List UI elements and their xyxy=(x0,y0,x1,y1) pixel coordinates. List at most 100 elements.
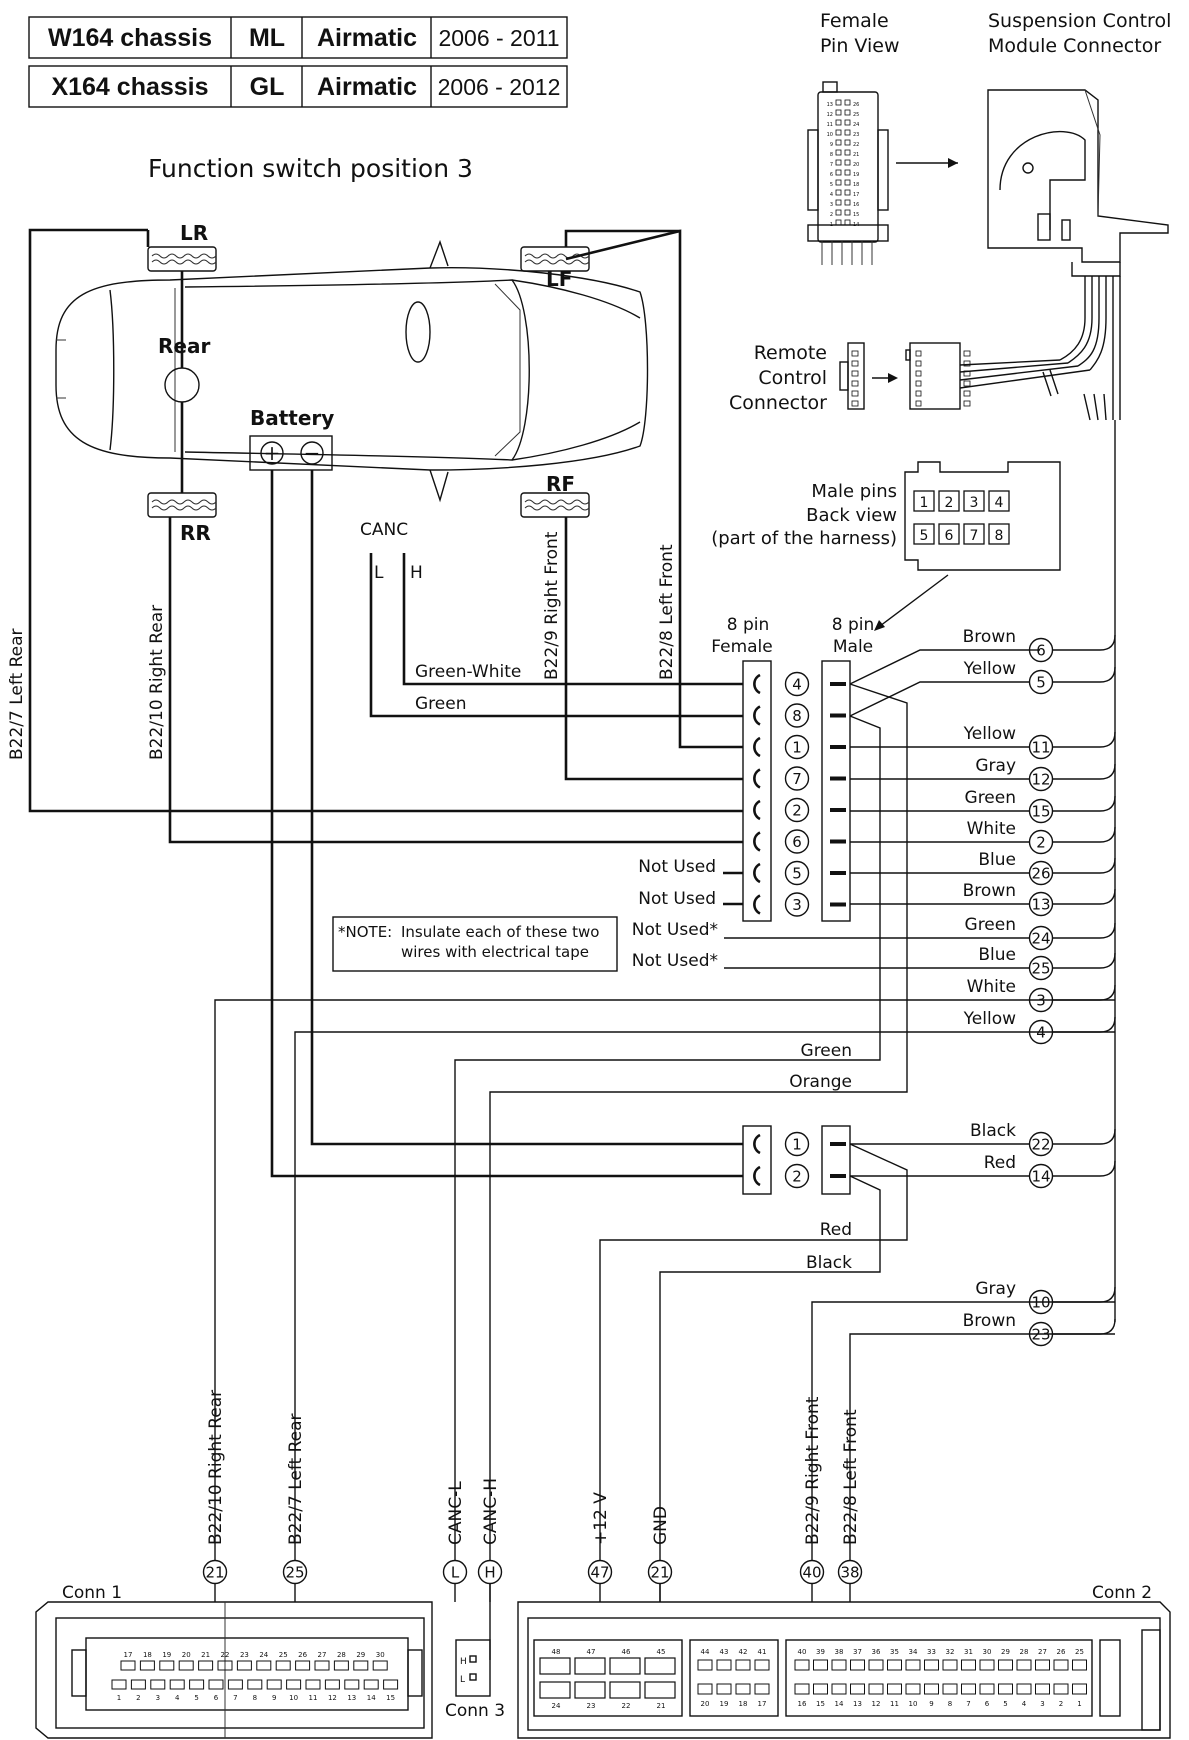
conn8-pin-number-circle xyxy=(784,671,810,697)
conn1-pin xyxy=(286,1679,302,1690)
right-wire-branch xyxy=(1030,826,1116,843)
right-wire-color-label: Green xyxy=(965,788,1016,808)
female-pin-cell xyxy=(835,199,842,206)
female-pin-cell xyxy=(844,179,851,186)
female-pin-cell xyxy=(844,209,851,216)
tire-rf xyxy=(520,492,590,518)
female-pin-num: 13 xyxy=(827,102,833,108)
remote-right-pin xyxy=(915,360,922,367)
conn1-pin xyxy=(247,1679,263,1690)
header-model-2: GL xyxy=(250,73,285,101)
female-2pin-housing xyxy=(742,1125,772,1195)
conn2-pin-num: 21 xyxy=(657,1702,666,1710)
conn1-pin xyxy=(305,1679,321,1690)
male-pins-label-2: Back view xyxy=(806,505,897,526)
header-table: W164 chassis ML Airmatic 2006 - 2011 X16… xyxy=(28,16,568,108)
conn2-pin xyxy=(868,1659,884,1671)
conn2-pin-num: 17 xyxy=(758,1700,767,1708)
female-pin-num: 3 xyxy=(830,202,833,208)
conn2-pin-num: 1 xyxy=(1077,1700,1081,1708)
male-back-pin-box xyxy=(913,490,935,512)
canc-label: CANC xyxy=(360,520,408,540)
right-wire-pin-number-circle xyxy=(1028,766,1054,792)
conn2-pin xyxy=(961,1659,976,1671)
conn1-pin-num: 28 xyxy=(337,1651,346,1659)
battery-icon xyxy=(249,435,333,471)
conn2-pin xyxy=(998,1659,1013,1671)
right-wire-pin-number: 24 xyxy=(1031,930,1050,948)
conn2-pin xyxy=(1053,1683,1069,1695)
right-wire-branch xyxy=(1030,763,1116,780)
conn1-pin-num: 30 xyxy=(376,1651,385,1659)
conn1-pin-num: 14 xyxy=(367,1694,376,1702)
male-back-pin-number: 6 xyxy=(945,528,954,544)
conn2-pin-num: 33 xyxy=(927,1648,936,1656)
female-pin-cell xyxy=(844,119,851,126)
remote-left-pin xyxy=(851,360,859,367)
conn1-pin xyxy=(139,1660,155,1671)
conn1-pin xyxy=(383,1679,399,1690)
female-pin-num: 9 xyxy=(830,142,833,148)
wire-label-green-white: Green-White xyxy=(415,662,521,682)
bottom-pin-number-circle xyxy=(202,1559,228,1585)
remote-right-pin xyxy=(915,350,922,357)
conn2-pin xyxy=(887,1659,902,1671)
conn8-pin-number-circle xyxy=(784,860,810,886)
conn2-pin-num: 28 xyxy=(1020,1648,1029,1656)
conn2-pin xyxy=(1053,1659,1069,1671)
female-socket-icon xyxy=(753,862,761,884)
conn2-pin-num: 2 xyxy=(1059,1700,1063,1708)
conn1-pin xyxy=(169,1679,185,1690)
conn1-pin xyxy=(333,1660,349,1671)
remote-left-pin xyxy=(851,380,859,387)
conn1-pin xyxy=(159,1660,175,1671)
bottom-pin-number-circle xyxy=(442,1559,468,1585)
scm-label-2: Module Connector xyxy=(988,35,1161,57)
female-pin-num: 20 xyxy=(853,162,859,168)
female-pin-num: 7 xyxy=(830,162,833,168)
right-wire-pin-number: 25 xyxy=(1031,960,1050,978)
bottom-pin-number-circle xyxy=(799,1559,825,1585)
female-8pin-label-2: Female xyxy=(711,637,772,657)
right-wire-color-label: Brown xyxy=(963,1311,1016,1331)
bottom-pin-number: 25 xyxy=(285,1564,304,1582)
remote-right-pin xyxy=(963,360,971,367)
female-socket-icon xyxy=(753,799,761,821)
male-2pin-housing xyxy=(821,1125,851,1195)
remote-left-pin xyxy=(851,350,859,357)
conn8-pin-number: 5 xyxy=(792,865,802,883)
conn2-pin-num: 24 xyxy=(552,1702,561,1710)
wire-label-green: Green xyxy=(415,694,466,714)
conn8-pin-number: 2 xyxy=(792,802,802,820)
bottom-pin-number: 47 xyxy=(590,1564,609,1582)
right-wire-color-label: Black xyxy=(970,1121,1016,1141)
conn2-pin-num: 7 xyxy=(966,1700,970,1708)
conn2-label: Conn 2 xyxy=(1092,1583,1152,1603)
conn8-pin-number-circle xyxy=(784,703,810,728)
conn1-pin xyxy=(353,1660,369,1671)
conn2-pin-num: 29 xyxy=(1001,1648,1010,1656)
conn1-pin-num: 22 xyxy=(221,1651,230,1659)
mid-wire-orange: Orange xyxy=(789,1072,852,1092)
conn2-pin xyxy=(961,1683,976,1695)
conn2-pin-num: 38 xyxy=(835,1648,844,1656)
female-pin-num: 5 xyxy=(830,182,833,188)
female-pin-cell xyxy=(844,129,851,136)
bottom-pin-number-circle xyxy=(477,1559,503,1585)
conn1-pin-num: 2 xyxy=(136,1694,140,1702)
label-rear: Rear xyxy=(158,334,210,358)
right-wire-branch xyxy=(1030,922,1116,939)
right-wire-branch xyxy=(1030,795,1116,812)
conn8-pin-number: 3 xyxy=(792,896,802,914)
right-wire-pin-number: 6 xyxy=(1036,642,1046,660)
label-battery: Battery xyxy=(250,406,334,430)
male-8pin-label-1: 8 pin xyxy=(832,615,875,635)
conn8-pin-number: 4 xyxy=(792,676,802,694)
female-pin-cell xyxy=(835,139,842,146)
conn2-pin-num: 32 xyxy=(946,1648,955,1656)
conn2-pin xyxy=(1035,1659,1050,1671)
conn2-big-pin xyxy=(609,1657,641,1675)
conn1-pin-num: 27 xyxy=(318,1651,327,1659)
conn1-pin-num: 23 xyxy=(240,1651,249,1659)
conn1-pin-num: 3 xyxy=(156,1694,160,1702)
